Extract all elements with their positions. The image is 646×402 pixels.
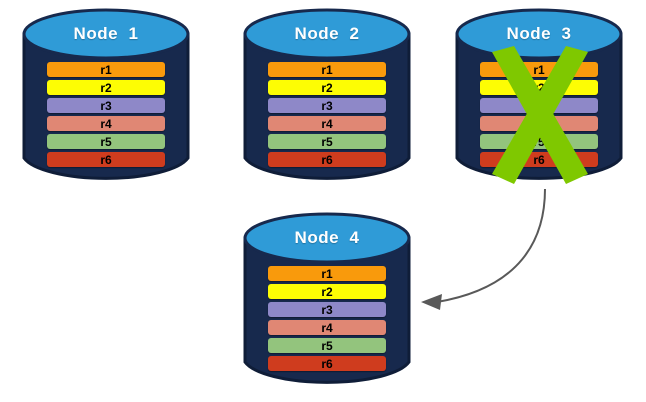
- node-4-row-r2[interactable]: r2: [268, 284, 386, 299]
- node-3-row-r3[interactable]: r3: [480, 98, 598, 113]
- row-label: r4: [533, 116, 545, 131]
- node-3-rows: r1 r2 r3 r4 r5 r6: [455, 62, 623, 167]
- node-4[interactable]: Node 4 r1 r2 r3 r4 r5 r6: [243, 212, 411, 390]
- row-label: r1: [533, 62, 545, 77]
- node-1-row-r5[interactable]: r5: [47, 134, 165, 149]
- node-2[interactable]: Node 2 r1 r2 r3 r4 r5 r6: [243, 8, 411, 186]
- row-label: r5: [321, 338, 333, 353]
- row-label: r3: [100, 98, 112, 113]
- node-4-row-r4[interactable]: r4: [268, 320, 386, 335]
- row-label: r4: [100, 116, 112, 131]
- node-2-row-r2[interactable]: r2: [268, 80, 386, 95]
- node-3-row-r5[interactable]: r5: [480, 134, 598, 149]
- node-2-row-r1[interactable]: r1: [268, 62, 386, 77]
- row-label: r1: [321, 62, 333, 77]
- row-label: r1: [321, 266, 333, 281]
- node-2-row-r5[interactable]: r5: [268, 134, 386, 149]
- node-1-row-r2[interactable]: r2: [47, 80, 165, 95]
- node-4-row-r1[interactable]: r1: [268, 266, 386, 281]
- node-3-row-r4[interactable]: r4: [480, 116, 598, 131]
- row-label: r2: [321, 80, 333, 95]
- node-2-row-r4[interactable]: r4: [268, 116, 386, 131]
- node-3[interactable]: Node 3 r1 r2 r3 r4 r5 r6: [455, 8, 623, 186]
- node-1-row-r1[interactable]: r1: [47, 62, 165, 77]
- node-2-row-r3[interactable]: r3: [268, 98, 386, 113]
- row-label: r3: [321, 98, 333, 113]
- row-label: r6: [100, 152, 112, 167]
- node-4-row-r6[interactable]: r6: [268, 356, 386, 371]
- row-label: r3: [321, 302, 333, 317]
- node-4-row-r5[interactable]: r5: [268, 338, 386, 353]
- row-label: r6: [321, 356, 333, 371]
- row-label: r6: [321, 152, 333, 167]
- row-label: r5: [100, 134, 112, 149]
- row-label: r4: [321, 320, 333, 335]
- row-label: r5: [321, 134, 333, 149]
- node-1-row-r3[interactable]: r3: [47, 98, 165, 113]
- node-4-rows: r1 r2 r3 r4 r5 r6: [243, 266, 411, 371]
- node-1-row-r6[interactable]: r6: [47, 152, 165, 167]
- row-label: r1: [100, 62, 112, 77]
- node-1-rows: r1 r2 r3 r4 r5 r6: [22, 62, 190, 167]
- row-label: r4: [321, 116, 333, 131]
- node-1-row-r4[interactable]: r4: [47, 116, 165, 131]
- row-label: r3: [533, 98, 545, 113]
- node-1[interactable]: Node 1 r1 r2 r3 r4 r5 r6: [22, 8, 190, 186]
- node-2-row-r6[interactable]: r6: [268, 152, 386, 167]
- node-3-row-r6[interactable]: r6: [480, 152, 598, 167]
- node-3-row-r2[interactable]: r2: [480, 80, 598, 95]
- node-3-row-r1[interactable]: r1: [480, 62, 598, 77]
- row-label: r6: [533, 152, 545, 167]
- row-label: r2: [533, 80, 545, 95]
- arrow-head-icon: [421, 294, 442, 310]
- row-label: r5: [533, 134, 545, 149]
- node-4-row-r3[interactable]: r3: [268, 302, 386, 317]
- row-label: r2: [321, 284, 333, 299]
- row-label: r2: [100, 80, 112, 95]
- node-2-rows: r1 r2 r3 r4 r5 r6: [243, 62, 411, 167]
